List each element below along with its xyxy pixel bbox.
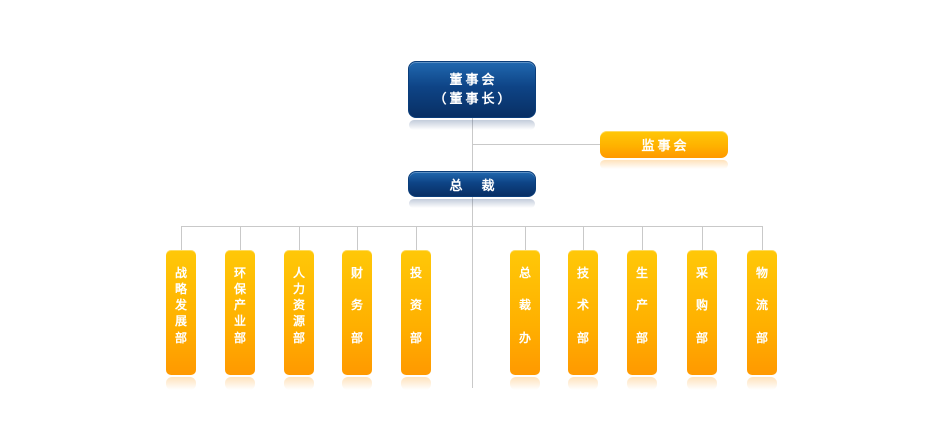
connector-drop-line	[583, 226, 584, 250]
dept-node-technology: 技术部	[568, 250, 598, 375]
dept-node-investment: 投资部	[401, 250, 431, 375]
connector-drop-line	[416, 226, 417, 250]
dept-node-environmental-industry: 环保产业部	[225, 250, 255, 375]
reflection	[166, 377, 196, 390]
dept-label: 财务部	[350, 265, 363, 345]
connector-drop-line	[702, 226, 703, 250]
reflection	[747, 377, 777, 390]
reflection	[687, 377, 717, 390]
connector-drop-line	[240, 226, 241, 250]
dept-label: 物流部	[755, 265, 768, 345]
reflection	[225, 377, 255, 390]
president-label: 总 裁	[449, 178, 498, 194]
reflection	[342, 377, 372, 390]
dept-label: 采购部	[695, 265, 708, 345]
dept-label: 人力资源部	[292, 265, 305, 345]
supervisory-label: 监事会	[641, 139, 690, 154]
connector-drop-line	[762, 226, 763, 250]
reflection	[401, 377, 431, 390]
connector-board-to-president	[472, 118, 473, 171]
dept-label: 生产部	[635, 265, 648, 345]
board-label-line2: （董事长）	[433, 91, 514, 107]
connector-drop-line	[525, 226, 526, 250]
dept-node-presidents-office: 总裁办	[510, 250, 540, 375]
dept-node-human-resources: 人力资源部	[284, 250, 314, 375]
supervisory-board-node: 监事会	[600, 131, 728, 158]
dept-label: 技术部	[576, 265, 589, 345]
dept-label: 总裁办	[518, 265, 531, 345]
dept-node-strategic-development: 战略发展部	[166, 250, 196, 375]
connector-departments-rail	[181, 226, 763, 227]
board-of-directors-node: 董事会 （董事长）	[408, 61, 536, 118]
reflection	[568, 377, 598, 390]
connector-drop-line	[357, 226, 358, 250]
dept-node-procurement: 采购部	[687, 250, 717, 375]
connector-president-trunk	[472, 197, 473, 388]
board-label-line1: 董事会	[449, 72, 498, 88]
dept-node-logistics: 物流部	[747, 250, 777, 375]
reflection	[627, 377, 657, 390]
connector-drop-line	[642, 226, 643, 250]
connector-to-supervisory	[473, 144, 600, 145]
president-node: 总 裁	[408, 171, 536, 197]
reflection	[284, 377, 314, 390]
connector-drop-line	[299, 226, 300, 250]
dept-label: 环保产业部	[233, 265, 246, 345]
reflection	[510, 377, 540, 390]
dept-node-finance: 财务部	[342, 250, 372, 375]
dept-label: 投资部	[409, 265, 422, 345]
reflection	[600, 160, 728, 169]
connector-drop-line	[181, 226, 182, 250]
dept-node-production: 生产部	[627, 250, 657, 375]
dept-label: 战略发展部	[174, 265, 187, 345]
